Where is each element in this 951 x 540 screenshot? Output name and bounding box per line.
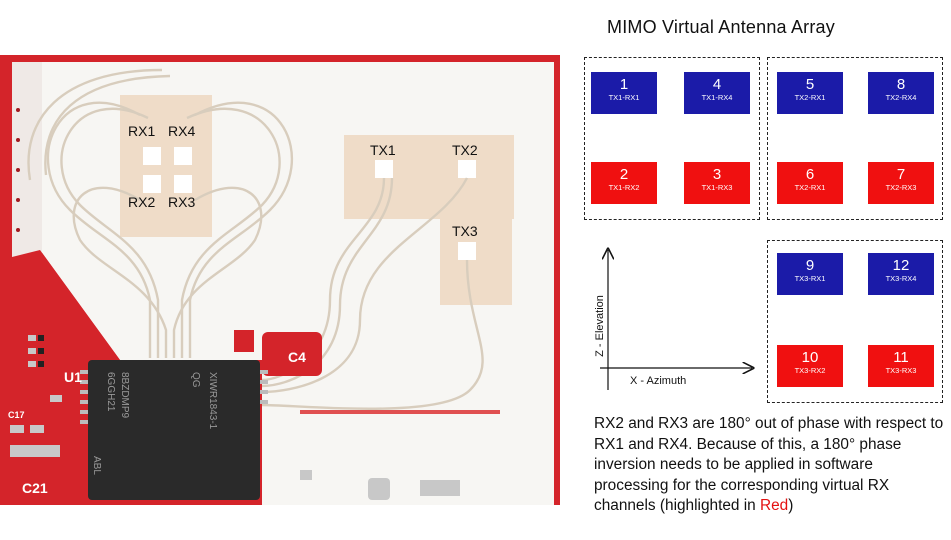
note-text: RX2 and RX3 are 180° out of phase with r… bbox=[594, 415, 944, 515]
c4-label: C4 bbox=[288, 349, 306, 365]
channel-label: TX2-RX1 bbox=[794, 183, 826, 192]
rx-pad-region bbox=[120, 95, 212, 237]
channel-number: 10 bbox=[801, 349, 819, 366]
virtual-channel-11: 11 TX3-RX3 bbox=[868, 345, 934, 387]
group-tx2 bbox=[767, 57, 943, 220]
rx2-label: RX2 bbox=[128, 194, 155, 210]
channel-number: 1 bbox=[619, 76, 629, 93]
tx2-label: TX2 bbox=[452, 142, 478, 158]
channel-number: 11 bbox=[893, 349, 909, 366]
channel-number: 5 bbox=[805, 76, 815, 93]
virtual-channel-5: 5 TX2-RX1 bbox=[777, 72, 843, 114]
c17-label: C17 bbox=[8, 410, 25, 420]
channel-label: TX3-RX1 bbox=[794, 274, 826, 283]
chip-text-3: 8BZDMP9 bbox=[119, 372, 130, 419]
channel-number: 9 bbox=[805, 257, 815, 274]
rx1-label: RX1 bbox=[128, 123, 155, 139]
channel-label: TX3-RX2 bbox=[794, 366, 826, 375]
channel-number: 7 bbox=[896, 166, 906, 183]
note-highlight: Red bbox=[760, 497, 789, 515]
phase-note: RX2 and RX3 are 180° out of phase with r… bbox=[594, 414, 944, 517]
channel-number: 4 bbox=[712, 76, 722, 93]
channel-label: TX3-RX3 bbox=[885, 366, 917, 375]
virtual-channel-2: 2 TX1-RX2 bbox=[591, 162, 657, 204]
tx1-label: TX1 bbox=[370, 142, 396, 158]
group-tx3 bbox=[767, 240, 943, 403]
tx3-label: TX3 bbox=[452, 223, 478, 239]
radar-board-image: RX1 RX4 RX2 RX3 TX1 TX2 TX3 C4 U1 C17 C2… bbox=[0, 55, 560, 505]
virtual-channel-12: 12 TX3-RX4 bbox=[868, 253, 934, 295]
virtual-channel-10: 10 TX3-RX2 bbox=[777, 345, 843, 387]
virtual-channel-1: 1 TX1-RX1 bbox=[591, 72, 657, 114]
chip-text-4: 6GGH21 bbox=[105, 372, 116, 412]
radar-chip bbox=[88, 360, 260, 500]
u1-label: U1 bbox=[64, 369, 82, 385]
c21-label: C21 bbox=[22, 480, 48, 496]
diagram-title: MIMO Virtual Antenna Array bbox=[607, 17, 835, 37]
channel-number: 8 bbox=[896, 76, 906, 93]
rx3-label: RX3 bbox=[168, 194, 195, 210]
group-tx1 bbox=[584, 57, 760, 220]
axes bbox=[600, 238, 760, 390]
x-axis-label: X - Azimuth bbox=[630, 375, 687, 387]
channel-label: TX1-RX2 bbox=[608, 183, 640, 192]
channel-label: TX2-RX3 bbox=[885, 183, 917, 192]
channel-number: 12 bbox=[892, 257, 910, 274]
z-axis-label: Z - Elevation bbox=[594, 295, 606, 357]
channel-number: 3 bbox=[712, 166, 722, 183]
virtual-channel-4: 4 TX1-RX4 bbox=[684, 72, 750, 114]
chip-text-2: QG bbox=[190, 372, 201, 388]
chip-text-5: ABL bbox=[91, 456, 102, 475]
channel-label: TX1-RX4 bbox=[701, 93, 733, 102]
c4-component bbox=[262, 332, 322, 376]
rx4-label: RX4 bbox=[168, 123, 195, 139]
virtual-channel-6: 6 TX2-RX1 bbox=[777, 162, 843, 204]
channel-label: TX2-RX1 bbox=[794, 93, 826, 102]
channel-number: 6 bbox=[805, 166, 815, 183]
channel-label: TX3-RX4 bbox=[885, 274, 917, 283]
note-suffix: ) bbox=[788, 497, 794, 515]
channel-number: 2 bbox=[619, 166, 629, 183]
channel-label: TX1-RX1 bbox=[608, 93, 640, 102]
channel-label: TX1-RX3 bbox=[701, 183, 733, 192]
virtual-channel-7: 7 TX2-RX3 bbox=[868, 162, 934, 204]
channel-label: TX2-RX4 bbox=[885, 93, 917, 102]
virtual-channel-9: 9 TX3-RX1 bbox=[777, 253, 843, 295]
tx-pad-region bbox=[344, 135, 514, 219]
chip-text-1: XIWR1843-1 bbox=[207, 372, 218, 430]
virtual-channel-3: 3 TX1-RX3 bbox=[684, 162, 750, 204]
virtual-channel-8: 8 TX2-RX4 bbox=[868, 72, 934, 114]
